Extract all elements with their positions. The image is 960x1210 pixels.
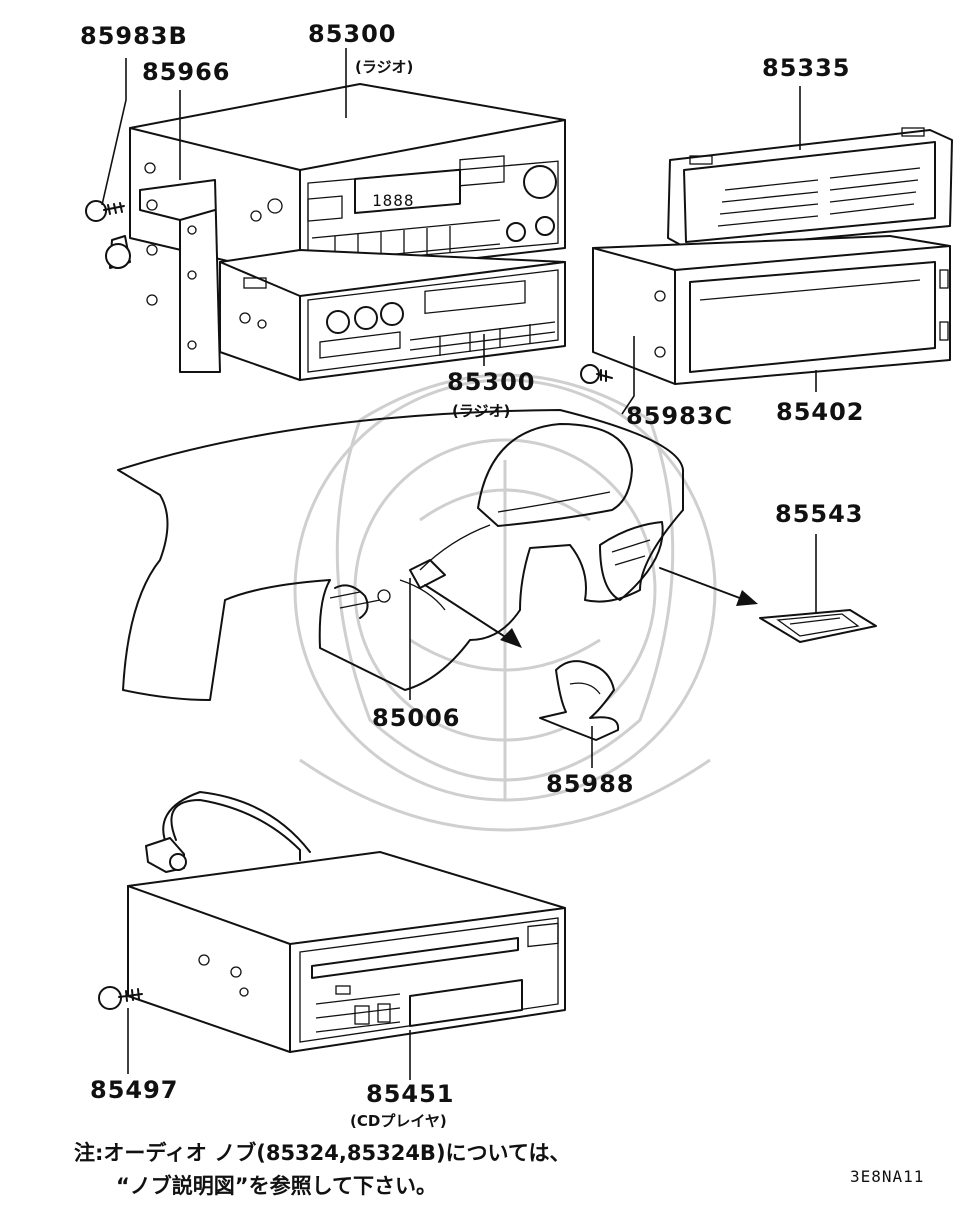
pocket-box [592,235,951,385]
cd-player [127,791,566,1053]
label-85451: 85451 [366,1080,455,1108]
leader-lines [101,48,817,1080]
label-85335: 85335 [762,54,851,82]
screw-85497 [98,986,143,1010]
label-85988: 85988 [546,770,635,798]
diagram-code: 3E8NA11 [850,1167,924,1186]
label-85983b: 85983B [80,22,188,50]
radio-upper [129,83,566,279]
label-85300-top-sub: (ラジオ) [355,58,413,76]
label-85402: 85402 [776,398,865,426]
label-85451-sub: (CDプレイヤ) [350,1112,447,1130]
label-85543: 85543 [775,500,864,528]
tray-85543 [759,609,877,643]
note-line-2: “ノブ説明図”を参照して下さい。 [116,1174,437,1198]
label-85006: 85006 [372,704,461,732]
label-85300-mid: 85300 [447,368,536,396]
screw-85983c [580,364,613,384]
mounting-bracket [105,179,221,373]
label-85966: 85966 [142,58,231,86]
radio-display-digits: 1888 [372,191,415,210]
label-85300-top: 85300 [308,20,397,48]
pocket-lid [667,127,953,251]
label-85983c: 85983C [626,402,733,430]
label-85497: 85497 [90,1076,179,1104]
screw-85983b [85,200,125,222]
dashboard [117,409,684,701]
label-85300-mid-sub: (ラジオ) [452,402,510,420]
arrows [424,567,758,648]
clip-85988 [539,660,620,741]
watermark-emblem [293,373,717,832]
note-line-1: 注:オーディオ ノブ(85324,85324B)については、 [74,1141,571,1165]
radio-lower [219,249,566,381]
